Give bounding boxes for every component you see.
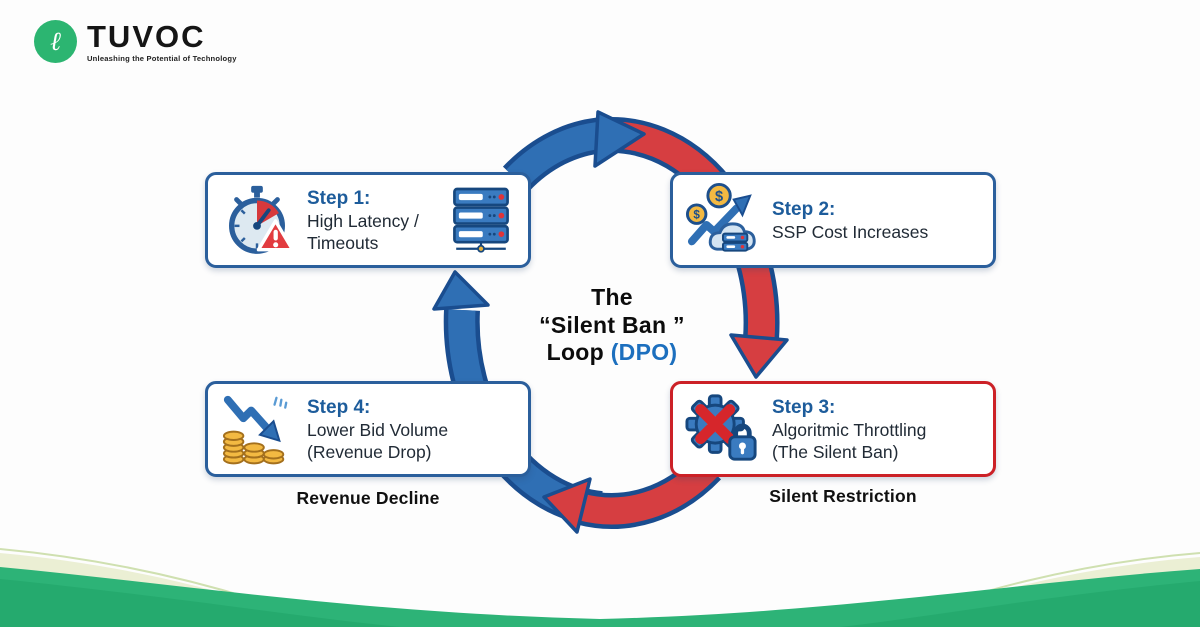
step-3-line-1: Algoritmic Throttling (772, 419, 927, 440)
logo-mark-icon: ℓ (34, 20, 77, 63)
step-4-label: Step 4: (307, 396, 371, 418)
step-1-line-1: High Latency / (307, 210, 419, 231)
title-line-1: The (591, 284, 633, 310)
title-line-2: “Silent Ban ” (539, 311, 685, 338)
step-3-label: Step 3: (772, 396, 836, 418)
red-x-mark (695, 404, 736, 445)
caption-revenue-decline: Revenue Decline (296, 488, 440, 508)
step-1-label: Step 1: (307, 187, 371, 209)
svg-text:$: $ (693, 209, 700, 222)
step-3-line-2: (The Silent Ban) (772, 441, 899, 462)
red-left-arrow (542, 454, 722, 534)
svg-text:$: $ (715, 189, 723, 205)
step-4-box: Step 4: Lower Bid Volume (Revenue Drop) (205, 381, 531, 477)
step-2-label: Step 2: (772, 198, 836, 220)
revenue-drop-icon (222, 395, 288, 465)
title-dpo-highlight: (DPO) (610, 339, 678, 365)
step-1-box: Step 1: High Latency / Timeouts (205, 172, 531, 268)
lock-shape (728, 423, 757, 461)
step-4-line-2: (Revenue Drop) (307, 441, 432, 462)
logo-mark-letter: ℓ (50, 26, 61, 57)
logo-name: TUVOC (87, 18, 206, 54)
cost-increase-icon: $ $ (685, 183, 756, 252)
tuvoc-logo: ℓ TUVOC Unleashing the Potential of Tech… (34, 20, 237, 63)
step-4-line-1: Lower Bid Volume (307, 419, 449, 440)
coin-stacks (222, 430, 285, 465)
server-rack-icon (453, 187, 509, 253)
gear-ban-lock-icon (685, 394, 757, 461)
step-2-line-1: SSP Cost Increases (772, 221, 929, 242)
green-wave-decoration (0, 548, 1200, 627)
stopwatch-warning-icon (229, 185, 294, 254)
step-1-line-2: Timeouts (307, 232, 379, 253)
logo-tagline: Unleashing the Potential of Technology (87, 53, 237, 63)
step-3-box: Step 3: Algoritmic Throttling (The Silen… (670, 381, 996, 477)
step-2-box: $ $ Step 2: SSP Cost Increases (670, 172, 996, 268)
blue-right-arrow (502, 110, 646, 192)
center-title: The “Silent Ban ” Loop (DPO) (487, 284, 737, 367)
title-line-3: Loop (DPO) (546, 339, 678, 365)
caption-silent-restriction: Silent Restriction (769, 486, 917, 506)
